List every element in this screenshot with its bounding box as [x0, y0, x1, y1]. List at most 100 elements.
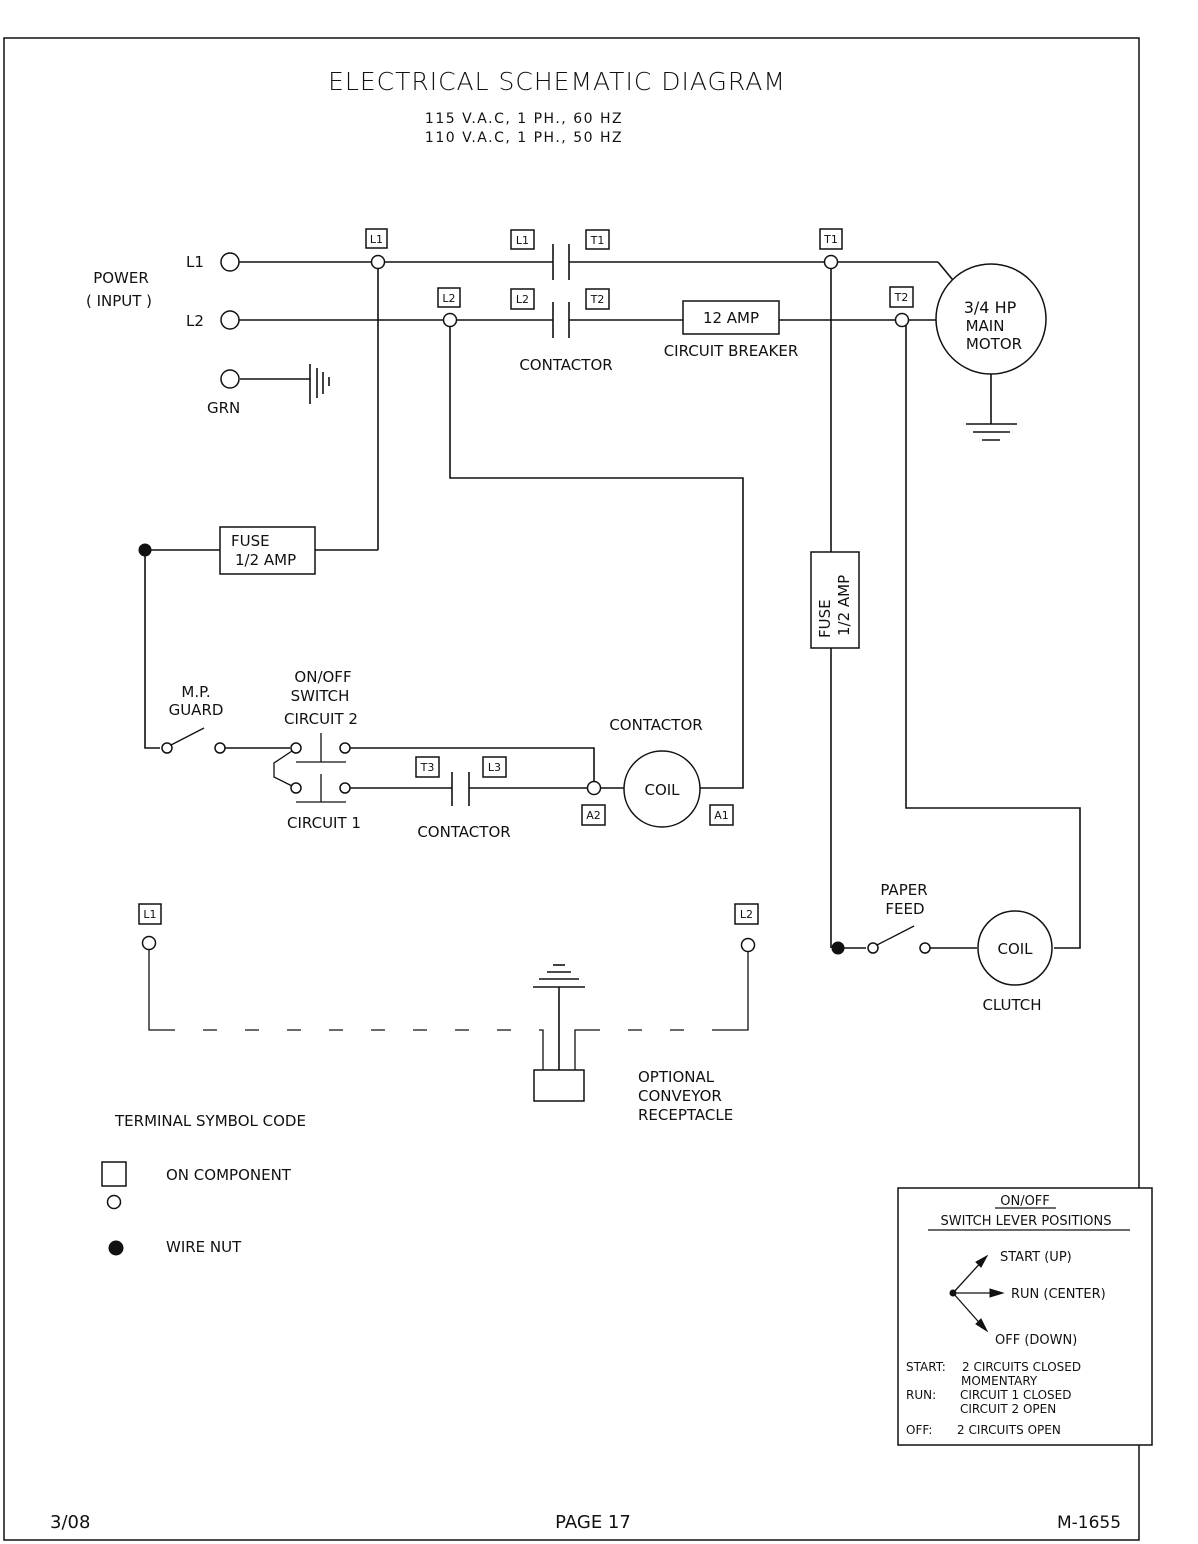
legend-component-circle-icon [106, 1194, 122, 1210]
svg-text:ON/OFF: ON/OFF [1000, 1194, 1050, 1209]
terminal-tag-contactor-l1: L1 [510, 229, 535, 250]
svg-text:START (UP): START (UP) [1000, 1250, 1072, 1265]
svg-text:L1: L1 [370, 233, 383, 246]
svg-text:1/2 AMP: 1/2 AMP [835, 575, 853, 636]
supply-line-2: 110 V.A.C, 1 PH., 50 HZ [425, 130, 623, 146]
onoff-switch-circuit-1 [290, 774, 351, 803]
lever-arrows-icon [949, 1254, 1005, 1333]
svg-text:L1: L1 [143, 908, 156, 921]
svg-text:2 CIRCUITS OPEN: 2 CIRCUITS OPEN [957, 1423, 1061, 1437]
terminal-tag-l2-junction: L2 [437, 287, 461, 308]
svg-text:L1: L1 [516, 234, 529, 247]
svg-text:L2: L2 [740, 908, 753, 921]
svg-text:OFF:: OFF: [906, 1423, 932, 1437]
legend-title: TERMINAL SYMBOL CODE [114, 1112, 306, 1130]
svg-text:START:: START: [906, 1360, 946, 1374]
wire-nut-right [831, 941, 845, 955]
mp-guard-switch [161, 727, 226, 754]
main-motor: 3/4 HP MAIN MOTOR [935, 263, 1047, 375]
page-title: ELECTRICAL SCHEMATIC DIAGRAM [328, 67, 786, 96]
conveyor-dashed-wire [148, 950, 749, 1070]
switch-jumper-wire [273, 750, 293, 787]
t1-junction-terminal [823, 254, 839, 270]
conveyor-l1-terminal [141, 935, 157, 951]
grn-input-terminal [220, 369, 240, 389]
main-contactor-contacts [552, 244, 570, 338]
chassis-ground-icon [309, 364, 330, 404]
svg-text:T3: T3 [420, 761, 435, 774]
svg-text:OFF (DOWN): OFF (DOWN) [995, 1333, 1077, 1348]
clutch-label: CLUTCH [982, 996, 1041, 1014]
svg-text:T2: T2 [894, 291, 909, 304]
svg-text:CIRCUIT 1 CLOSED: CIRCUIT 1 CLOSED [960, 1388, 1071, 1402]
svg-text:T1: T1 [590, 234, 605, 247]
svg-text:MAIN: MAIN [966, 317, 1005, 335]
terminal-tag-t2-junction: T2 [889, 286, 914, 308]
l1-junction-terminal [370, 254, 386, 270]
svg-text:3/4 HP: 3/4 HP [964, 298, 1017, 317]
paper-feed-switch [867, 925, 931, 954]
legend-component-square-icon [101, 1161, 127, 1187]
legend-wire-nut: WIRE NUT [166, 1238, 242, 1256]
svg-text:2 CIRCUITS CLOSED: 2 CIRCUITS CLOSED [962, 1360, 1081, 1374]
terminal-tag-contactor-t1: T1 [585, 229, 610, 250]
aux-contactor-label: CONTACTOR [417, 823, 510, 841]
svg-text:RUN (CENTER): RUN (CENTER) [1011, 1287, 1106, 1302]
conveyor-label-2: CONVEYOR [638, 1087, 722, 1105]
circuit-breaker: 12 AMP [682, 300, 780, 335]
terminal-tag-a2: A2 [581, 804, 606, 826]
terminal-tag-l1-junction: L1 [365, 228, 388, 249]
terminal-tag-a1: A1 [709, 804, 734, 826]
onoff-switch-label: ON/OFF [294, 668, 351, 686]
fuse-right: FUSE 1/2 AMP [810, 551, 860, 649]
mp-guard-label: M.P. [181, 683, 210, 701]
l1-input-terminal [220, 252, 240, 272]
svg-text:CIRCUIT 2 OPEN: CIRCUIT 2 OPEN [960, 1402, 1056, 1416]
t2-junction-terminal [894, 312, 910, 328]
footer-page: PAGE 17 [555, 1512, 631, 1533]
svg-text:L2: L2 [516, 293, 529, 306]
svg-text:FUSE: FUSE [816, 599, 834, 638]
power-input-label-2: ( INPUT ) [86, 292, 152, 310]
l1-main-wire [239, 261, 958, 551]
lever-positions-box: ON/OFF SWITCH LEVER POSITIONS START (UP)… [897, 1187, 1153, 1446]
circuit-2-wire [350, 747, 595, 782]
terminal-tag-contactor-l2: L2 [510, 288, 535, 310]
svg-text:COIL: COIL [997, 940, 1033, 958]
contactor-coil: COIL [623, 750, 701, 828]
svg-text:1/2 AMP: 1/2 AMP [235, 551, 296, 569]
terminal-tag-conveyor-l1: L1 [138, 903, 162, 925]
legend-on-component: ON COMPONENT [166, 1166, 292, 1184]
contactor-coil-title: CONTACTOR [609, 716, 702, 734]
terminal-tag-l3: L3 [482, 756, 507, 778]
terminal-tag-conveyor-l2: L2 [734, 903, 759, 925]
svg-text:SWITCH LEVER POSITIONS: SWITCH LEVER POSITIONS [941, 1214, 1112, 1229]
mp-guard-feed-wire [144, 550, 160, 749]
paper-feed-label-2: FEED [885, 900, 924, 918]
conveyor-label-3: RECEPTACLE [638, 1106, 733, 1124]
circuit-breaker-label: CIRCUIT BREAKER [664, 342, 799, 360]
svg-text:12 AMP: 12 AMP [703, 309, 759, 327]
mp-guard-label-2: GUARD [169, 701, 224, 719]
l2-main-wire [239, 319, 936, 789]
svg-text:A2: A2 [586, 809, 601, 822]
footer-date: 3/08 [50, 1512, 90, 1533]
l2-input-terminal [220, 310, 240, 330]
terminal-tag-contactor-t2: T2 [585, 288, 610, 310]
terminal-tag-t1-junction: T1 [819, 228, 843, 250]
svg-text:L3: L3 [488, 761, 501, 774]
legend-wire-nut-icon [108, 1240, 124, 1256]
conveyor-ground-icon [533, 964, 585, 1070]
terminal-tag-t3: T3 [415, 756, 440, 778]
fuse-left: FUSE 1/2 AMP [219, 526, 316, 575]
svg-text:MOTOR: MOTOR [966, 335, 1022, 353]
svg-text:MOMENTARY: MOMENTARY [961, 1374, 1038, 1388]
svg-text:L2: L2 [442, 292, 455, 305]
supply-line-1: 115 V.A.C, 1 PH., 60 HZ [425, 111, 623, 127]
footer-doc-number: M-1655 [1057, 1513, 1121, 1533]
l2-input-label: L2 [186, 312, 204, 330]
aux-contactor-contacts [451, 772, 470, 806]
onoff-switch-circuit-2 [290, 733, 351, 763]
svg-text:A1: A1 [714, 809, 729, 822]
